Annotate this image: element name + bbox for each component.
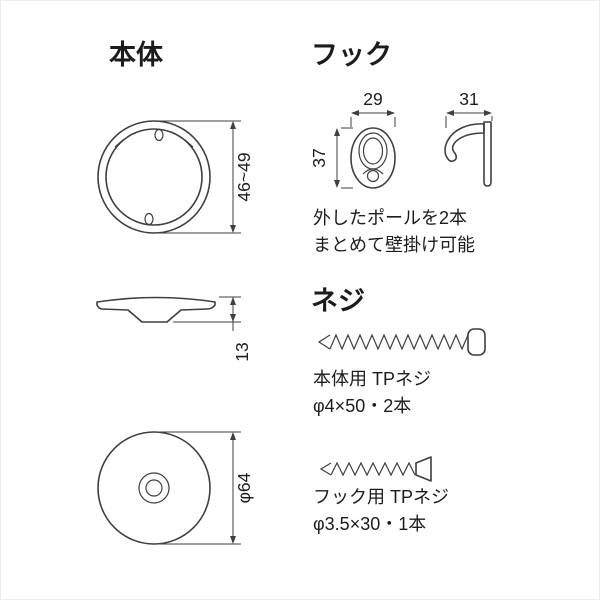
hook-screw-hole — [366, 169, 380, 183]
arrow-down — [230, 314, 236, 322]
arrow-down — [230, 536, 236, 544]
hook-side-view: 31 — [444, 89, 493, 187]
screw-pan-head — [467, 328, 486, 356]
hook-depth-dimension: 31 — [459, 89, 478, 109]
body-height-dimension: 46~49 — [234, 152, 254, 201]
screw-tip — [319, 462, 332, 476]
body-side-profile — [96, 296, 216, 323]
hook-screw-label: フック用 TPネジ — [313, 487, 449, 507]
hook-note-line1: 外したポールを2本 — [313, 208, 467, 228]
screw-section-title: ネジ — [311, 286, 365, 316]
arrow-up — [230, 121, 236, 129]
hook-front-outline — [350, 127, 396, 189]
screw-flat-head — [415, 456, 432, 482]
arrow-left — [351, 110, 359, 116]
hook-screw-spec: φ3.5×30・1本 — [313, 514, 426, 534]
arrow-up — [334, 128, 340, 136]
hook-width-dimension: 29 — [363, 89, 382, 109]
arrow-down — [334, 180, 340, 188]
arrow-left — [446, 110, 454, 116]
body-section-title: 本体 — [109, 40, 164, 70]
body-front-outer-circle — [97, 431, 211, 545]
hook-lip-curve — [362, 168, 384, 175]
hook-arm-profile — [444, 123, 485, 163]
screw-tip — [317, 334, 331, 350]
arrow-up — [230, 432, 236, 440]
body-notch-right — [184, 139, 194, 148]
body-front-view: φ64 — [97, 431, 254, 545]
body-screw-label: 本体用 TPネジ — [313, 369, 431, 389]
body-top-view: 46~49 — [97, 120, 254, 234]
arrow-right — [387, 110, 395, 116]
body-diameter-dimension: φ64 — [234, 472, 254, 503]
arrow-right — [484, 110, 492, 116]
hook-height-dimension: 37 — [309, 148, 329, 167]
body-inner-circle — [105, 128, 203, 226]
body-screw-hole-bottom — [144, 212, 154, 226]
hook-wall-plate — [483, 121, 492, 187]
hook-note-line2: まとめて壁掛け可能 — [313, 235, 475, 255]
body-thickness-dimension: 13 — [232, 342, 252, 361]
body-center-hole — [145, 479, 163, 497]
arrow-up — [230, 297, 236, 305]
screw-thread — [329, 333, 469, 351]
screw-thread — [330, 461, 416, 477]
body-side-view: 13 — [96, 296, 252, 362]
body-outer-circle — [97, 120, 211, 234]
body-screw-drawing — [317, 328, 486, 356]
hook-screw-drawing — [319, 456, 432, 482]
hook-section-title: フック — [311, 40, 392, 70]
body-notch-left — [114, 139, 124, 148]
arrow-down — [230, 225, 236, 233]
body-center-boss — [138, 472, 170, 504]
hook-front-view: 29 37 — [309, 89, 396, 189]
hook-opening-inner — [362, 137, 384, 165]
body-screw-spec: φ4×50・2本 — [313, 396, 411, 416]
body-screw-hole-top — [154, 128, 164, 142]
